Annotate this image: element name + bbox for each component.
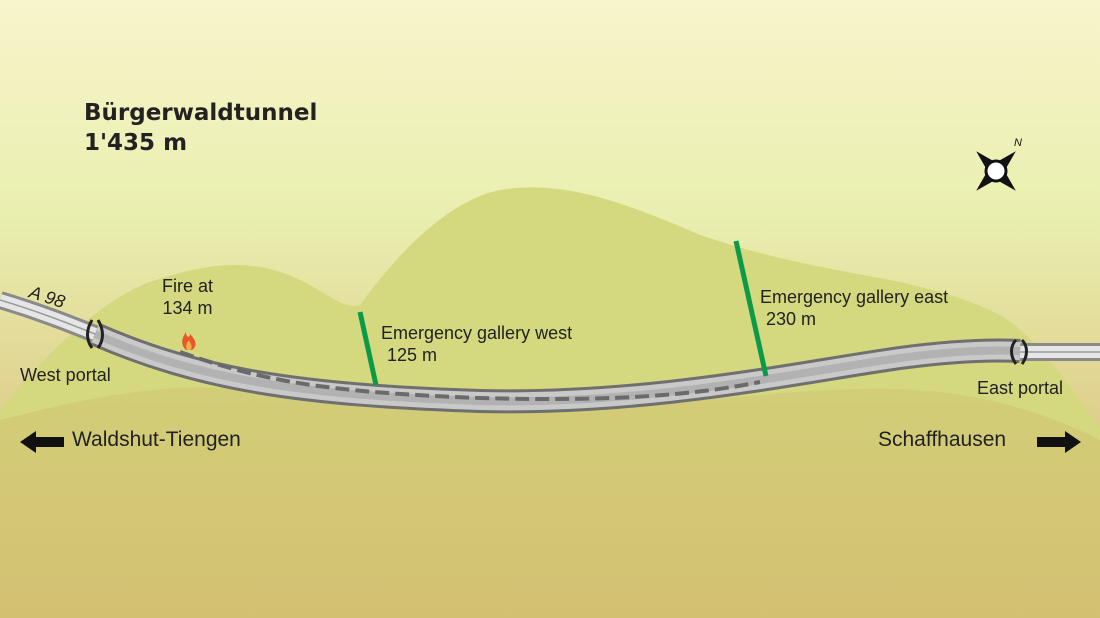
gallery-west-position: 125 m — [387, 345, 438, 365]
tunnel-title: Bürgerwaldtunnel 1'435 m — [84, 98, 317, 158]
gallery-east-line — [733, 240, 769, 377]
fire-label: Fire at 134 m — [162, 275, 213, 319]
ground-body — [0, 387, 1100, 618]
gallery-west-line — [357, 311, 379, 386]
fire-icon — [182, 332, 196, 350]
tunnel-centerline — [179, 350, 761, 402]
arrow-right-icon — [1037, 431, 1081, 453]
gallery-east-position: 230 m — [766, 309, 817, 329]
compass-north-label: N — [1014, 137, 1022, 149]
fire-label-text: Fire at — [162, 276, 214, 296]
east-portal-icon — [1010, 338, 1018, 365]
fire-position: 134 m — [162, 298, 213, 318]
compass-icon — [976, 151, 1016, 191]
tunnel-length: 1'435 m — [84, 130, 188, 156]
west-portal-label: West portal — [20, 365, 111, 385]
arrow-left-icon — [20, 431, 64, 453]
destination-east: Schaffhausen — [878, 428, 1007, 451]
destination-west: Waldshut-Tiengen — [72, 428, 241, 451]
east-portal-label: East portal — [977, 378, 1064, 398]
gallery-west-name: Emergency gallery west — [381, 323, 573, 343]
gallery-west-label: Emergency gallery west 125 m — [381, 322, 572, 366]
gallery-east-label: Emergency gallery east 230 m — [760, 286, 948, 330]
tunnel-name: Bürgerwaldtunnel — [84, 100, 318, 126]
west-portal-icon — [86, 319, 94, 349]
gallery-east-name: Emergency gallery east — [760, 287, 949, 307]
